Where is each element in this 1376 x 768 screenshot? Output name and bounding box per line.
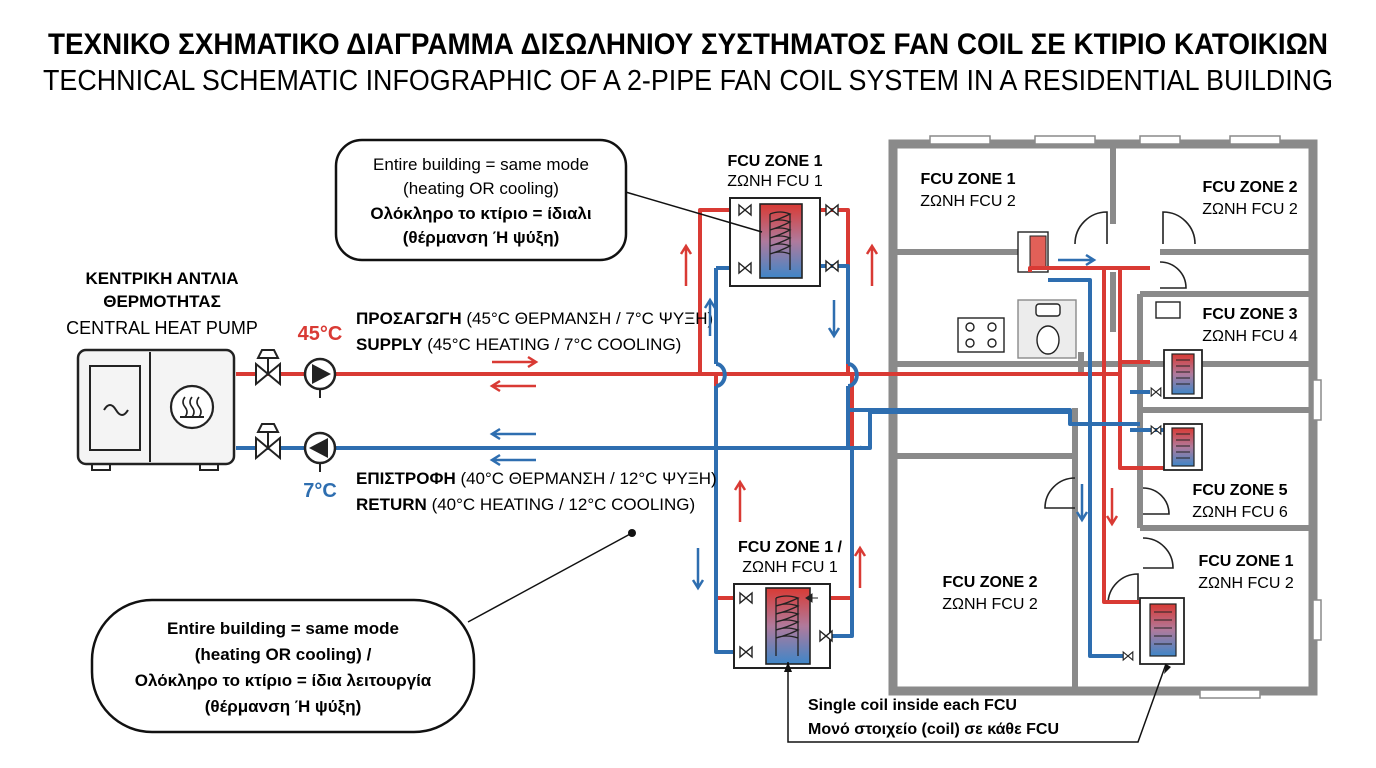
heat-pump-label-en: CENTRAL HEAT PUMP [66,318,258,338]
title-greek: ΤΕΧΝΙΚΟ ΣΧΗΜΑΤΙΚΟ ΔΙΑΓΡΑΜΜΑ ΔΙΣΩΛΗΝΙΟΥ Σ… [48,28,1328,61]
riser-flow-arrows [679,243,1119,591]
pipe-crossovers [715,362,864,449]
toilet-icon [1035,303,1061,317]
kitchen-stove [957,317,1005,353]
supply-label-english: SUPPLY (45°C HEATING / 7°C COOLING) [356,335,681,354]
callout-top-line-2: (heating OR cooling) [403,179,559,198]
bathroom-fixtures [1017,299,1181,359]
valve-icon [1150,425,1162,435]
room-4-label-2: ΖΩΝΗ FCU 6 [1192,504,1288,521]
callout-bottom-line-3: Ολόκληρο το κτίριο = ίδια λειτουργία [135,671,432,690]
fcu-upper-label-1: FCU ZONE 1 [727,153,822,170]
room-6-label-2: ΖΩΝΗ FCU 2 [1198,575,1294,592]
flow-arrow-icon [489,453,536,467]
flow-arrow-icon [679,243,693,286]
fcu-lower-label-1: FCU ZONE 1 / [738,539,843,556]
room-2-label-1: FCU ZONE 2 [1202,179,1297,196]
valve-icon [1122,651,1134,661]
flow-arrow-icon [489,379,536,393]
flow-arrow-icon [827,300,841,339]
room-5-label-2: ΖΩΝΗ FCU 2 [942,596,1038,613]
room-5-label-1: FCU ZONE 2 [942,574,1037,591]
flow-arrow-icon [691,548,705,591]
flow-arrow-icon [489,427,536,441]
main-flow-arrows [489,355,539,467]
wall-indoor-unit [1017,231,1049,273]
coil-icon [775,595,800,656]
callout-top-line-4: (θέρμανση Ή ψύξη) [403,228,560,247]
supply-gate-valve [255,349,281,387]
room-6-label-1: FCU ZONE 1 [1198,553,1293,570]
heat-pump-label-gr-1: ΚΕΝΤΡΙΚΗ ΑΝΤΛΙΑ [86,269,239,288]
flow-arrow-icon [703,297,717,336]
fcu-lower [733,583,833,669]
return-gate-valve [255,423,281,461]
sink-icon [1155,301,1181,319]
flow-arrow-icon [1075,484,1089,523]
room-3-label-1: FCU ZONE 3 [1202,306,1297,323]
coil-note: Single coil inside each FCU Μονό στοιχεί… [784,662,1171,743]
room-1-label-2: ΖΩΝΗ FCU 2 [920,193,1016,210]
callout-bottom: Entire building = same mode (heating OR … [90,529,636,734]
heat-pump-icon [76,348,236,466]
heat-pump-label-gr-2: ΘΕΡΜΟΤΗΤΑΣ [103,292,221,311]
windows [929,135,1322,699]
return-label-english: RETURN (40°C HEATING / 12°C COOLING) [356,495,695,514]
callout-bottom-line-4: (θέρμανση Ή ψύξη) [205,697,362,716]
callout-top-line-3: Ολόκληρο το κτίριο = ίδιαλι [370,204,591,223]
flow-arrow-icon [853,545,867,588]
coil-note-line-2: Μονό στοιχείο (coil) σε κάθε FCU [808,721,1059,738]
supply-pipework [236,208,1168,604]
fcu-upper [729,197,839,287]
fcu-upper-label-2: ΖΩΝΗ FCU 1 [727,173,823,190]
door-swing-icon [1142,487,1170,515]
flow-arrow-icon [1058,253,1097,267]
room-3-label-2: ΖΩΝΗ FCU 4 [1202,328,1298,345]
valve-icon [1150,387,1162,397]
door-swing-icon [1162,211,1196,245]
stove-icon [957,317,1005,353]
return-pump [303,431,337,472]
interior-walls [893,144,1313,690]
callout-top-line-1: Entire building = same mode [373,155,589,174]
fcu-zone-3-unit [1150,349,1203,399]
callout-top: Entire building = same mode (heating OR … [334,138,763,262]
room-1-label-1: FCU ZONE 1 [920,171,1015,188]
coil-icon [1176,433,1190,459]
door-swing-icon [1142,537,1174,569]
central-heat-pump [76,348,236,471]
callout-bottom-line-1: Entire building = same mode [167,619,399,638]
door-swing-icon [1159,261,1187,289]
flow-arrow-icon [1105,488,1119,527]
door-swings [1044,211,1196,605]
flow-arrow-icon [865,243,879,286]
title-english: TECHNICAL SCHEMATIC INFOGRAPHIC OF A 2-P… [43,65,1333,97]
callout-bottom-line-2: (heating OR cooling) / [195,645,372,664]
supply-pump [303,357,337,398]
valve-icon [825,204,839,216]
coil-note-line-1: Single coil inside each FCU [808,697,1017,714]
door-swing-icon [1044,477,1076,509]
room-2-label-2: ΖΩΝΗ FCU 2 [1202,201,1298,218]
flow-arrow-icon [492,355,539,369]
coil-icon [1154,611,1172,645]
flow-arrow-icon [733,479,747,522]
return-temp: 7°C [303,480,337,502]
door-swing-icon [1074,211,1108,245]
fcu-lower-label-2: ΖΩΝΗ FCU 1 [742,559,838,576]
coil-icon [1176,359,1190,385]
fcu-zone-5-unit [1150,423,1203,471]
return-label-greek: ΕΠΙΣΤΡΟΦΗ (40°C ΘΕΡΜΑΝΣΗ / 12°C ΨΥΞΗ) [356,469,717,488]
supply-temp: 45°C [298,323,343,345]
coil-icon [769,211,792,270]
supply-label-greek: ΠΡΟΣΑΓΩΓΗ (45°C ΘΕΡΜΑΝΣΗ / 7°C ΨΥΞΗ) [356,309,713,328]
door-swing-icon [1107,573,1139,605]
room-4-label-1: FCU ZONE 5 [1192,482,1287,499]
valve-icon [825,260,839,272]
fcu-zone-1-lower-right-unit [1122,597,1185,665]
